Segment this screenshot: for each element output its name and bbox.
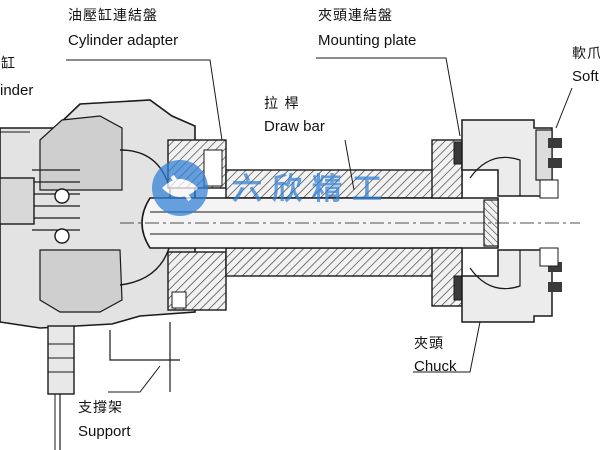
label-cylinder-en: inder <box>0 82 34 99</box>
label-cylinder-adapter-zh: 油壓缸連結盤 <box>68 8 158 24</box>
spindle-tube <box>225 169 463 277</box>
label-draw-bar-zh: 拉 桿 <box>264 96 300 112</box>
label-chuck-en: Chuck <box>414 358 457 375</box>
spindle-housing <box>0 99 196 329</box>
label-soft-jaw-zh: 軟爪 <box>572 46 600 62</box>
support-bracket <box>47 322 180 450</box>
leader-lines <box>0 57 573 393</box>
label-draw-bar-en: Draw bar <box>264 118 325 135</box>
label-chuck-zh: 夾頭 <box>414 336 444 352</box>
label-cylinder-adapter-en: Cylinder adapter <box>68 32 179 49</box>
watermark-logo <box>152 160 208 216</box>
label-support-en: Support <box>78 423 131 440</box>
cylinder-adapter-flange <box>167 139 227 311</box>
chuck-body <box>461 119 562 323</box>
label-mounting-plate-zh: 夾頭連結盤 <box>318 8 393 24</box>
label-mounting-plate-en: Mounting plate <box>318 32 417 49</box>
label-cylinder-zh: 壓缸 <box>0 56 16 72</box>
label-soft-jaw-en: Soft <box>572 68 599 85</box>
watermark-text: 六欣精工 <box>232 172 392 207</box>
label-support-zh: 支撐架 <box>78 400 123 416</box>
